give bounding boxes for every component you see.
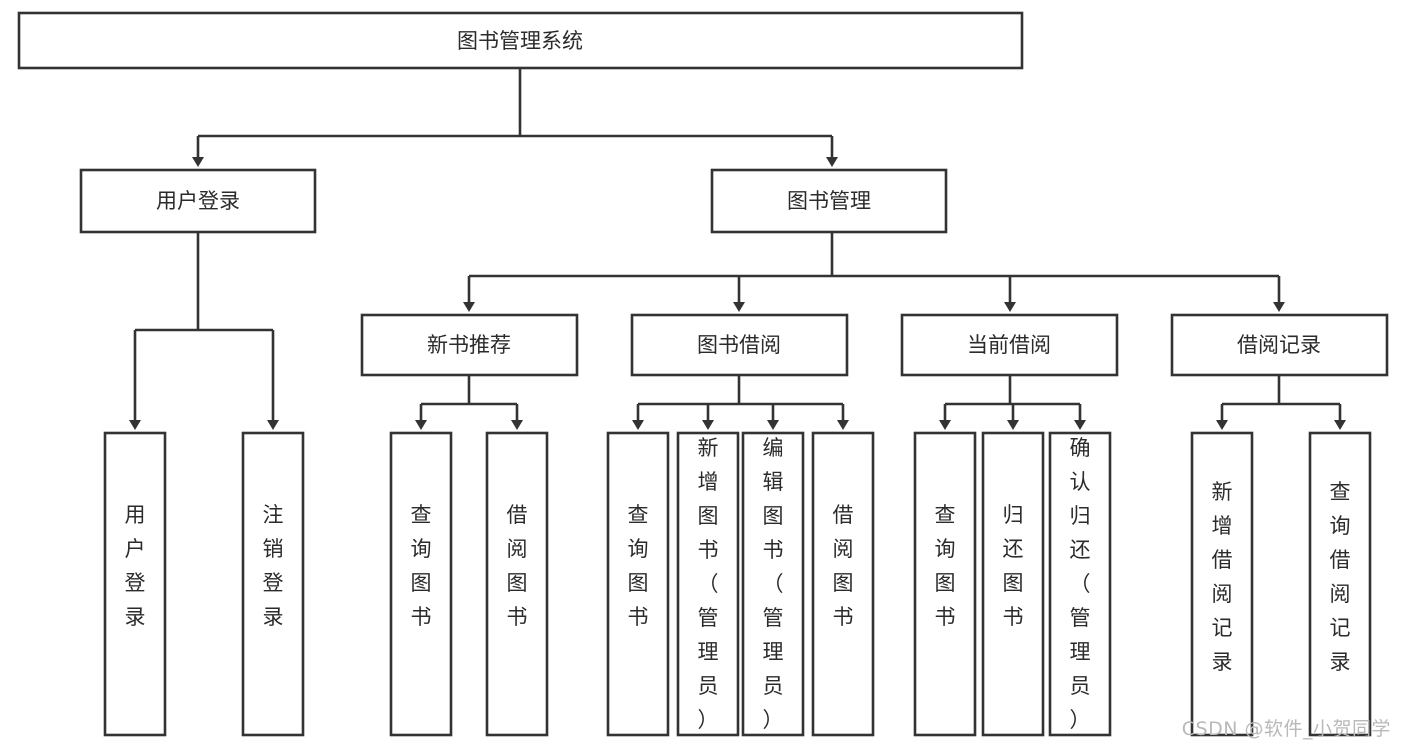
node-user-login[interactable]: 用户登录 <box>79 168 317 234</box>
node-leaf-add-book-label: 新增图书（管理员） <box>698 436 719 732</box>
node-leaf-borrow-book-1[interactable]: 借阅图书 <box>485 431 549 737</box>
node-book-manage[interactable]: 图书管理 <box>710 168 948 234</box>
node-user-login-box[interactable] <box>79 168 317 234</box>
connector-group-user-login <box>129 232 279 430</box>
node-book-manage-box[interactable] <box>710 168 948 234</box>
node-leaf-user-login-label: 用户登录 <box>125 503 146 629</box>
node-leaf-return-book[interactable]: 归还图书 <box>981 431 1045 737</box>
node-leaf-add-record[interactable]: 新增借阅记录 <box>1190 431 1254 737</box>
node-leaf-add-record-label: 新增借阅记录 <box>1212 480 1233 674</box>
node-leaf-confirm-return[interactable]: 确认归还（管理员） <box>1048 431 1112 737</box>
node-current-borrow[interactable]: 当前借阅 <box>900 313 1119 377</box>
connector-group-current-borrow <box>939 375 1086 430</box>
connector-group-borrow-record <box>1216 375 1346 430</box>
node-leaf-query-book-3[interactable]: 查询图书 <box>913 431 977 737</box>
node-current-borrow-label: 当前借阅 <box>967 333 1051 357</box>
node-root[interactable]: 图书管理系统 <box>17 11 1024 70</box>
node-leaf-add-book[interactable]: 新增图书（管理员） <box>676 431 740 737</box>
node-leaf-user-login[interactable]: 用户登录 <box>103 431 167 737</box>
node-leaf-add-book-box[interactable] <box>676 431 740 737</box>
node-user-login-label: 用户登录 <box>156 189 240 213</box>
node-leaf-borrow-book-2-label: 借阅图书 <box>833 503 854 629</box>
node-current-borrow-box[interactable] <box>900 313 1119 377</box>
node-leaf-borrow-book-2[interactable]: 借阅图书 <box>811 431 875 737</box>
node-leaf-confirm-return-box[interactable] <box>1048 431 1112 737</box>
node-leaf-query-book-1-label: 查询图书 <box>411 503 432 629</box>
node-book-borrow[interactable]: 图书借阅 <box>630 313 849 377</box>
node-leaf-query-record[interactable]: 查询借阅记录 <box>1308 431 1372 737</box>
node-leaf-query-book-2[interactable]: 查询图书 <box>606 431 670 737</box>
node-leaf-return-book-label: 归还图书 <box>1003 503 1024 629</box>
connector-group-new-book-rec <box>415 375 523 430</box>
node-book-borrow-label: 图书借阅 <box>697 333 781 357</box>
node-leaf-confirm-return-label: 确认归还（管理员） <box>1070 436 1091 732</box>
connector-group-root <box>192 68 838 167</box>
node-leaf-query-book-2-label: 查询图书 <box>628 503 649 629</box>
node-new-book-rec[interactable]: 新书推荐 <box>360 313 579 377</box>
node-leaf-edit-book-label: 编辑图书（管理员） <box>763 436 784 732</box>
node-borrow-record-box[interactable] <box>1170 313 1389 377</box>
node-borrow-record[interactable]: 借阅记录 <box>1170 313 1389 377</box>
node-leaf-query-book-1[interactable]: 查询图书 <box>389 431 453 737</box>
node-leaf-add-record-box[interactable] <box>1190 431 1254 737</box>
node-borrow-record-label: 借阅记录 <box>1237 333 1321 357</box>
node-leaf-borrow-book-2-box[interactable] <box>811 431 875 737</box>
node-leaf-query-book-3-label: 查询图书 <box>935 503 956 629</box>
connector-group-book-manage <box>463 232 1285 312</box>
node-leaf-user-logout[interactable]: 注销登录 <box>241 431 305 737</box>
node-leaf-user-logout-label: 注销登录 <box>263 503 284 629</box>
node-leaf-return-book-box[interactable] <box>981 431 1045 737</box>
node-leaf-query-book-3-box[interactable] <box>913 431 977 737</box>
node-root-box[interactable] <box>17 11 1024 70</box>
node-leaf-borrow-book-1-label: 借阅图书 <box>507 503 528 629</box>
connector-group-book-borrow <box>632 375 849 430</box>
node-leaf-user-login-box[interactable] <box>103 431 167 737</box>
csdn-watermark: CSDN @软件_小贺同学 <box>1181 718 1391 740</box>
node-root-label: 图书管理系统 <box>457 29 583 53</box>
node-new-book-rec-box[interactable] <box>360 313 579 377</box>
node-leaf-user-logout-box[interactable] <box>241 431 305 737</box>
node-leaf-query-book-2-box[interactable] <box>606 431 670 737</box>
node-book-manage-label: 图书管理 <box>787 189 871 213</box>
node-leaf-query-book-1-box[interactable] <box>389 431 453 737</box>
node-leaf-edit-book[interactable]: 编辑图书（管理员） <box>741 431 805 737</box>
node-book-borrow-box[interactable] <box>630 313 849 377</box>
node-leaf-query-record-label: 查询借阅记录 <box>1330 480 1351 674</box>
node-new-book-rec-label: 新书推荐 <box>427 333 511 357</box>
node-leaf-borrow-book-1-box[interactable] <box>485 431 549 737</box>
node-leaf-query-record-box[interactable] <box>1308 431 1372 737</box>
node-leaf-edit-book-box[interactable] <box>741 431 805 737</box>
